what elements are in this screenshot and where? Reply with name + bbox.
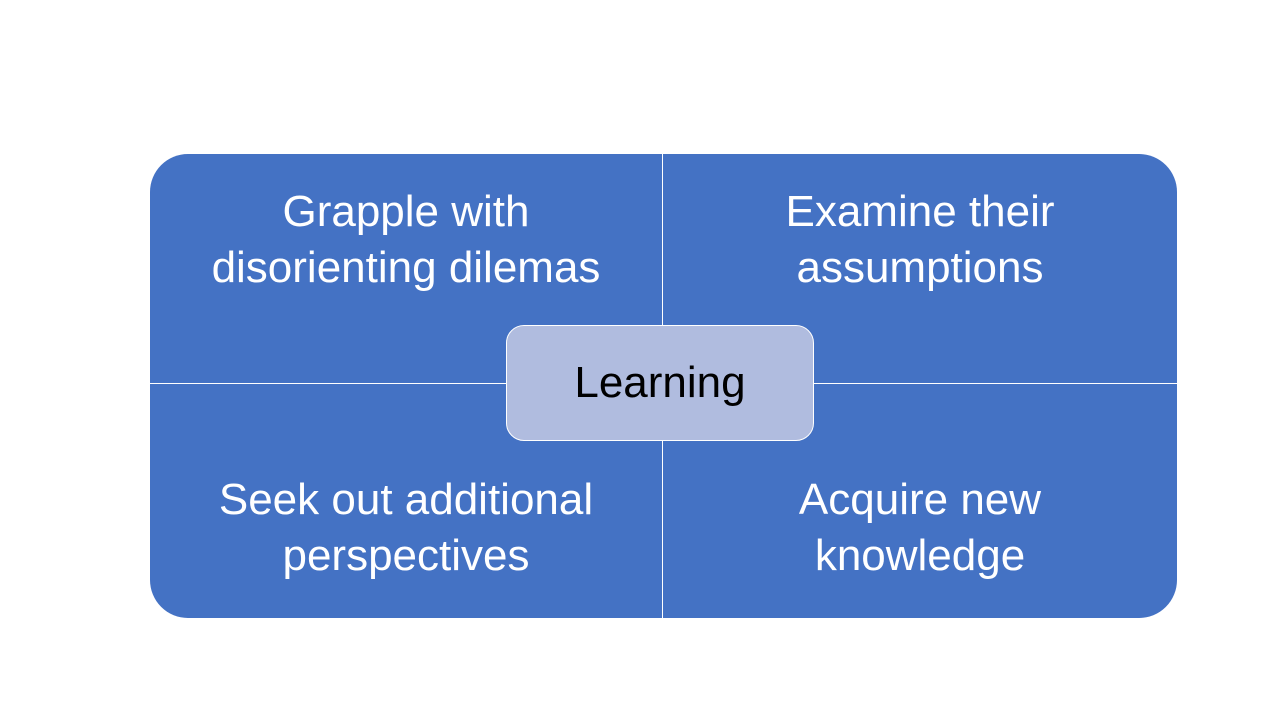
quadrant-top-right-label: Examine their assumptions xyxy=(785,187,1055,292)
quadrant-bottom-right-label: Acquire new knowledge xyxy=(798,475,1042,580)
quadrant-top-left-label: Grapple with disorienting dilemas xyxy=(211,187,601,292)
center-node: Learning xyxy=(506,325,814,441)
quadrant-top-left: Grapple with disorienting dilemas xyxy=(150,154,663,384)
center-node-label: Learning xyxy=(574,358,746,407)
matrix-diagram: Grapple with disorienting dilemas Examin… xyxy=(150,154,1177,618)
quadrant-bottom-left-label: Seek out additional perspectives xyxy=(218,475,594,580)
quadrant-top-right: Examine their assumptions xyxy=(663,154,1177,384)
